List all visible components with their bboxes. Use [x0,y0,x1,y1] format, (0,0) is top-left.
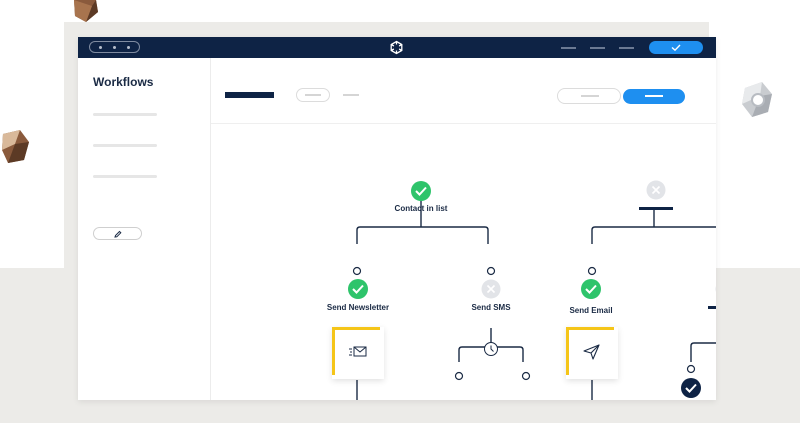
window-controls[interactable] [89,41,140,53]
node-label-contact-in-list[interactable]: Contact in list [394,204,448,213]
workflow-canvas: Contact in list Send Newsletter Send SMS… [211,124,716,400]
node-label-send-email[interactable]: Send Email [569,306,613,315]
decorative-cube-left [2,130,29,163]
nav-item[interactable] [619,47,634,49]
envelope-icon [349,346,367,357]
sidebar-item[interactable] [93,144,157,147]
x-circle-icon [646,180,666,200]
check-circle-icon [581,279,601,299]
x-circle-icon [715,285,716,293]
window-control-dot[interactable] [127,46,130,49]
check-circle-icon [681,378,701,398]
clock-icon [484,342,498,356]
decorative-cube-right [742,82,772,117]
sidebar-title: Workflows [93,75,154,89]
node-label-send-newsletter[interactable]: Send Newsletter [326,303,390,312]
logo-icon [390,40,403,55]
x-circle-icon [481,279,501,299]
content-header [211,58,716,124]
checkmark-icon [671,44,681,52]
primary-button[interactable] [623,89,685,104]
send-icon [583,344,600,360]
window-control-dot[interactable] [113,46,116,49]
email-action-card[interactable] [566,327,618,379]
check-circle-icon [348,279,368,299]
confirm-button[interactable] [649,41,703,54]
sidebar-item[interactable] [93,113,157,116]
decorative-cube-top [74,0,98,22]
sidebar-item[interactable] [93,175,157,178]
secondary-button[interactable] [557,88,621,104]
status-toggle[interactable] [296,88,330,102]
edit-button[interactable] [93,227,142,240]
node-label-send-sms[interactable]: Send SMS [471,303,511,312]
window-control-dot[interactable] [99,46,102,49]
header-meta [343,94,359,96]
top-bar [78,37,716,58]
pencil-icon [114,230,122,238]
check-circle-icon [411,181,431,201]
sidebar: Workflows [78,58,211,400]
app-window: Workflows [78,37,716,400]
workflow-diagram [348,180,716,400]
nav-item[interactable] [561,47,576,49]
newsletter-action-card[interactable] [332,327,384,379]
nav-item[interactable] [590,47,605,49]
page-title-placeholder [225,92,274,98]
